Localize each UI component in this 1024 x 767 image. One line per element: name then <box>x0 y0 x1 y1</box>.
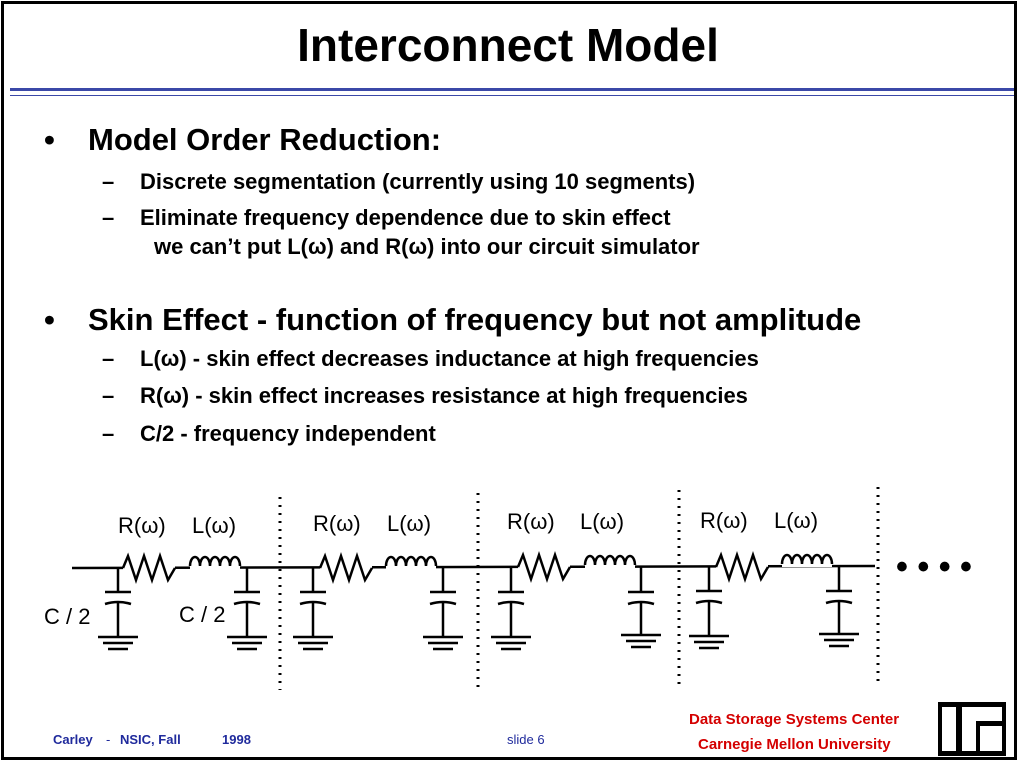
inductor-label-2: L(ω) <box>387 511 431 536</box>
resistor-label-1: R(ω) <box>118 513 166 538</box>
sub-bullet-1-2: Eliminate frequency dependence due to sk… <box>140 205 671 230</box>
capacitor-3a <box>491 567 531 651</box>
footer-venue: NSIC, Fall <box>120 732 181 747</box>
inductor-1 <box>188 555 242 567</box>
resistor-1 <box>121 552 177 584</box>
sub-bullet-1-1: Discrete segmentation (currently using 1… <box>140 169 696 194</box>
resistor-label-4: R(ω) <box>700 508 748 533</box>
segment-separators <box>278 487 880 690</box>
sub-dash-2-1: – <box>102 346 115 371</box>
capacitor-3b <box>621 567 661 649</box>
sub-dash-1-1: – <box>102 169 115 194</box>
inductor-label-1: L(ω) <box>192 513 236 538</box>
bullet-1: Model Order Reduction: <box>88 122 442 157</box>
footer-slide-number: slide 6 <box>507 732 545 747</box>
resistor-3 <box>516 551 572 583</box>
capacitor-1a <box>98 568 138 651</box>
footer-author: Carley <box>53 732 93 747</box>
segment-2: R(ω) L(ω) <box>293 511 463 651</box>
segment-3: R(ω) L(ω) <box>491 509 661 651</box>
resistor-label-2: R(ω) <box>313 511 361 536</box>
footer-org-line1: Data Storage Systems Center <box>689 711 900 728</box>
dssc-logo <box>938 702 1006 756</box>
inductor-3 <box>583 554 637 566</box>
sub-bullet-2-3: C/2 - frequency independent <box>140 421 436 446</box>
title-rule-thick <box>10 88 1014 91</box>
capacitor-2a <box>293 567 333 651</box>
inductor-2 <box>384 555 438 567</box>
segment-1: R(ω) L(ω) C / 2 C / 2 <box>44 513 267 651</box>
footer-year: 1998 <box>222 732 251 747</box>
inductor-label-4: L(ω) <box>774 508 818 533</box>
footer-separator: - <box>106 732 111 747</box>
inductor-label-3: L(ω) <box>580 509 624 534</box>
segment-4: R(ω) L(ω) <box>689 508 859 650</box>
inductor-4 <box>780 553 834 565</box>
resistor-2 <box>318 552 374 584</box>
resistor-4 <box>714 551 770 583</box>
sub-dash-2-3: – <box>102 421 115 446</box>
sub-dash-2-2: – <box>102 383 115 408</box>
sub-dash-1-2: – <box>102 205 115 230</box>
bullet-2: Skin Effect - function of frequency but … <box>88 302 862 337</box>
capacitor-4b <box>819 566 859 648</box>
resistor-label-3: R(ω) <box>507 509 555 534</box>
cap-label-1a: C / 2 <box>44 604 90 629</box>
sub-bullet-2-1: L(ω) - skin effect decreases inductance … <box>140 346 759 371</box>
sub-bullet-2-2: R(ω) - skin effect increases resistance … <box>140 383 748 408</box>
continuation-ellipsis: • • • • <box>896 548 972 586</box>
bullet-marker-1: • <box>44 122 55 157</box>
capacitor-4a <box>689 566 729 650</box>
slide-title: Interconnect Model <box>297 19 719 71</box>
cap-label-1b: C / 2 <box>179 602 225 627</box>
title-rule-thin <box>10 95 1014 96</box>
footer-org-line2: Carnegie Mellon University <box>698 736 891 753</box>
capacitor-2b <box>423 567 463 651</box>
bullet-marker-2: • <box>44 302 55 337</box>
capacitor-1b <box>227 567 267 651</box>
sub-bullet-1-2-cont: we can’t put L(ω) and R(ω) into our circ… <box>154 234 700 259</box>
